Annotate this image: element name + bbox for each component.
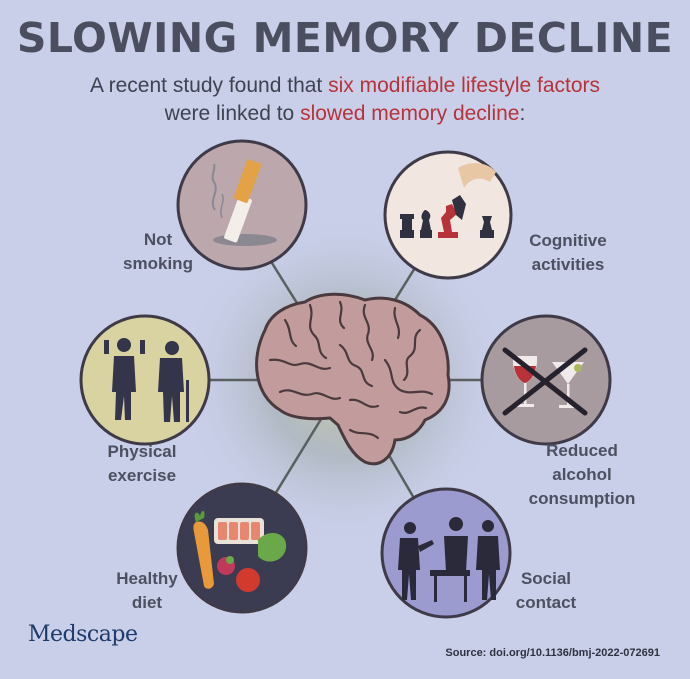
reduced-alcohol-circle	[480, 314, 612, 446]
subtitle-highlight: six modifiable lifestyle factors	[328, 74, 601, 97]
physical-exercise-circle	[79, 314, 211, 446]
no-alcohol-icon	[502, 347, 588, 416]
cigarette-icon	[211, 159, 277, 246]
subtitle-text: were linked to	[164, 102, 301, 125]
people-icon	[398, 517, 500, 602]
subtitle-text: :	[519, 102, 526, 125]
factor-label-social-contact: Social contact	[515, 569, 577, 612]
source-citation: Source: doi.org/10.1136/bmj-2022-072691	[445, 647, 660, 659]
subtitle-highlight: slowed memory decline	[300, 102, 520, 125]
subtitle: A recent study found that six modifiable…	[0, 72, 690, 128]
subtitle-text: A recent study found that	[89, 74, 329, 97]
factor-label-cognitive-activities: Cognitive activities	[529, 231, 607, 274]
brain-icon	[255, 292, 451, 466]
cognitive-activities-circle	[383, 150, 513, 280]
healthy-diet-circle	[176, 482, 308, 614]
social-contact-circle	[380, 487, 512, 619]
food-icon	[193, 510, 287, 592]
factor-label-not-smoking: Not smoking	[123, 230, 193, 273]
factor-label-physical-exercise: Physical exercise	[107, 442, 177, 485]
factor-label-healthy-diet: Healthy diet	[116, 569, 178, 612]
chess-icon	[400, 163, 496, 238]
medscape-logo: Medscape	[28, 622, 138, 647]
factor-label-reduced-alcohol: Reduced alcohol consumption	[528, 441, 636, 508]
exercise-icon	[104, 338, 189, 422]
not-smoking-circle	[176, 139, 308, 271]
page-title: SLOWING MEMORY DECLINE	[16, 14, 674, 62]
